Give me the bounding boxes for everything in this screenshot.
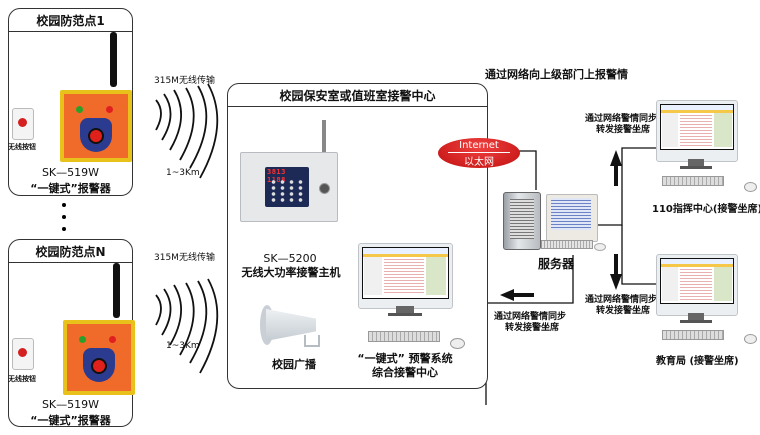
- internet-cloud: Internet 以太网: [438, 138, 520, 168]
- down-arrow-icon: [610, 254, 622, 290]
- forward-label-line1: 通过网络警情同步: [585, 295, 658, 305]
- range-label: 1~3Km: [166, 168, 200, 178]
- internet-to-server-line: [518, 150, 537, 190]
- alarm-name-label: “一键式”报警器: [30, 182, 111, 195]
- server-monitor-icon: [546, 194, 598, 242]
- antenna-icon: [322, 120, 326, 160]
- workstation-monitor-icon: [656, 100, 738, 176]
- system-label-line2: 综合接警中心: [372, 366, 438, 379]
- wireless-button-icon: [12, 338, 34, 370]
- range-label: 1~3Km: [166, 341, 200, 351]
- wireless-transmission-label: 315M无线传输: [154, 76, 215, 86]
- wireless-button-label: 无线按钮: [8, 143, 36, 151]
- forward-label-line2: 转发接警坐席: [596, 125, 651, 135]
- keyboard-icon: [541, 240, 593, 249]
- internet-label: Internet: [459, 140, 499, 151]
- mouse-icon: [744, 334, 757, 344]
- wireless-button-icon: [12, 108, 34, 140]
- system-label-line1: “一键式” 预警系统: [357, 352, 453, 365]
- workstation-monitor-icon: [656, 254, 738, 330]
- alarm-device-icon: [60, 90, 132, 162]
- endpoint-label: 教育局 (接警坐席): [656, 356, 739, 367]
- keyboard-icon: [368, 331, 440, 342]
- workstation-monitor-icon: [358, 243, 453, 321]
- antenna-icon: [110, 32, 117, 87]
- speaker-label: 校园广播: [272, 358, 316, 371]
- antenna-icon: [113, 263, 120, 318]
- forward-label-line2: 转发接警坐席: [505, 323, 560, 333]
- keyboard-icon: [662, 176, 724, 186]
- ellipsis-dot: [62, 227, 66, 231]
- ethernet-label: 以太网: [464, 157, 494, 168]
- wireless-transmission-label: 315M无线传输: [154, 253, 215, 263]
- wireless-wave-icon: [155, 278, 219, 374]
- network-header: 通过网络向上级部门上报警情: [485, 68, 628, 81]
- server-to-edu-line: [621, 225, 660, 285]
- forward-label-line1: 通过网络警情同步: [494, 312, 567, 322]
- mouse-icon: [744, 182, 757, 192]
- host-model-label: SK—5200: [263, 252, 317, 265]
- alarm-model-label: SK—519W: [41, 398, 100, 411]
- wireless-button-label: 无线按钮: [8, 375, 36, 383]
- ellipsis-dot: [62, 215, 66, 219]
- up-arrow-icon: [610, 150, 622, 186]
- left-arrow-icon: [500, 289, 534, 301]
- alarm-device-icon: [63, 320, 135, 395]
- endpoint-label: 110指挥中心(接警坐席): [652, 204, 760, 215]
- alarm-model-label: SK—519W: [41, 166, 100, 179]
- server-tower-icon: [503, 192, 541, 250]
- mouse-icon: [450, 338, 465, 349]
- wireless-wave-icon: [155, 83, 219, 179]
- center-panel-title: 校园保安室或值班室接警中心: [228, 84, 487, 107]
- speaker-icon: [260, 305, 322, 347]
- server-label: 服务器: [538, 257, 575, 271]
- site-panel-title: 校园防范点N: [9, 240, 132, 263]
- forward-label-line1: 通过网络警情同步: [585, 114, 658, 124]
- forward-label-line2: 转发接警坐席: [596, 306, 651, 316]
- keyboard-icon: [662, 330, 724, 340]
- server-to-center-line: [455, 255, 574, 304]
- ellipsis-dot: [62, 203, 66, 207]
- site-panel-title: 校园防范点1: [9, 9, 132, 32]
- mouse-icon: [594, 243, 606, 251]
- alarm-host-icon: 3813 1188: [240, 152, 338, 222]
- alarm-name-label: “一键式”报警器: [30, 414, 111, 427]
- server-to-110-line: [597, 147, 660, 226]
- host-name-label: 无线大功率接警主机: [241, 266, 341, 279]
